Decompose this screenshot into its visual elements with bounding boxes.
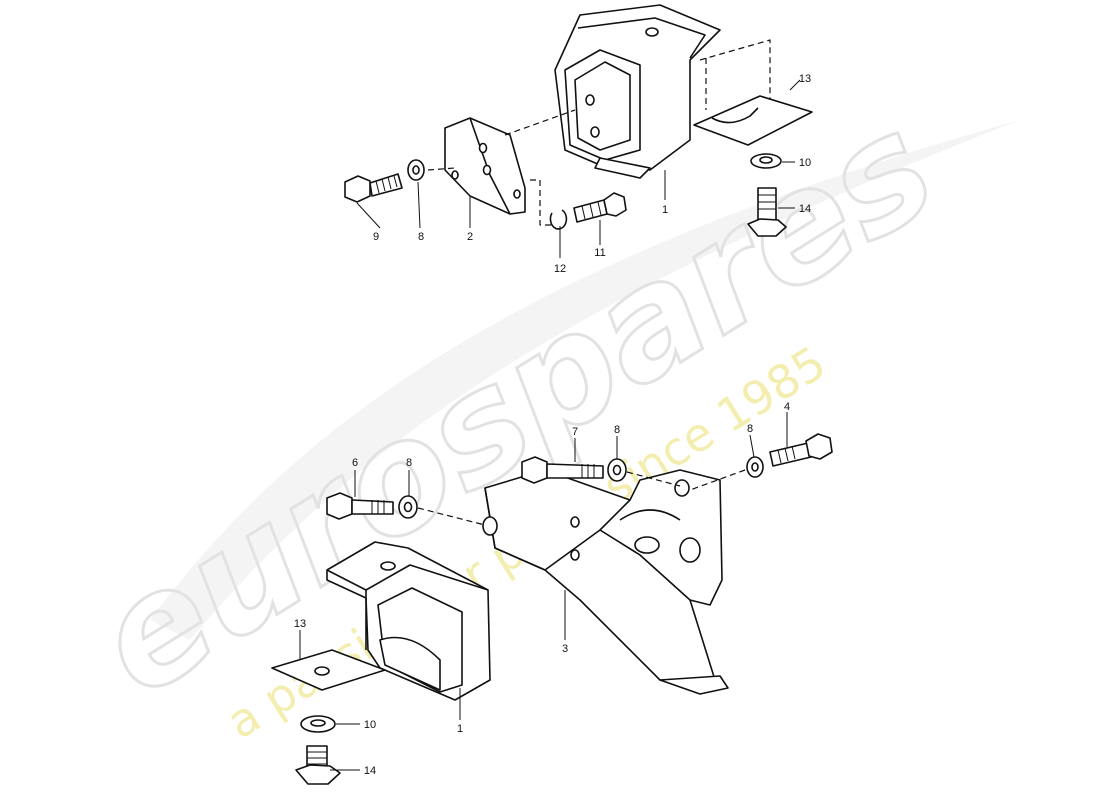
callout-labels: 9 8 2 12 11 1 13 10 14 6 8 7 8 8 4 3 1 1…	[294, 73, 811, 777]
bolt-6	[326, 492, 394, 520]
callout-bottom-14: 14	[364, 765, 376, 777]
watermark: eurospares a passion for parts since 198…	[65, 79, 1020, 749]
top-assembly	[344, 4, 813, 237]
callout-bottom-1: 1	[457, 723, 463, 735]
callout-bottom-7: 7	[572, 426, 578, 438]
bolt-7	[521, 456, 604, 484]
callout-bottom-3: 3	[562, 643, 568, 655]
callout-top-9: 9	[373, 231, 379, 243]
callout-leaders	[299, 79, 801, 771]
bottom-assembly	[271, 433, 833, 785]
callout-bottom-8c: 8	[747, 423, 753, 435]
callout-bottom-8a: 8	[406, 457, 412, 469]
stud-14-bottom	[295, 745, 341, 785]
callout-bottom-13: 13	[294, 618, 306, 630]
plate-top	[693, 95, 813, 146]
engine-mount-top	[554, 4, 721, 179]
callout-bottom-10: 10	[364, 719, 376, 731]
callout-bottom-8b: 8	[614, 424, 620, 436]
callout-top-10: 10	[799, 157, 811, 169]
callout-top-14: 14	[799, 203, 811, 215]
callout-top-13: 13	[799, 73, 811, 85]
callout-top-12: 12	[554, 263, 566, 275]
large-bracket	[482, 469, 729, 695]
spring-washer-12	[549, 209, 568, 230]
callout-top-1: 1	[662, 204, 668, 216]
callout-top-2: 2	[467, 231, 473, 243]
stud-14-top	[747, 187, 787, 237]
bolt-9	[344, 173, 403, 203]
callout-bottom-6: 6	[352, 457, 358, 469]
engine-mount-bottom	[326, 541, 491, 701]
bolt-4	[769, 433, 833, 467]
bottom-leader-lines	[417, 469, 746, 526]
top-leader-lines	[427, 39, 771, 226]
callout-top-11: 11	[594, 247, 605, 259]
bolt-11	[573, 192, 627, 223]
callout-top-8: 8	[418, 231, 424, 243]
bracket-plate	[444, 117, 526, 215]
callout-bottom-4: 4	[784, 401, 790, 413]
